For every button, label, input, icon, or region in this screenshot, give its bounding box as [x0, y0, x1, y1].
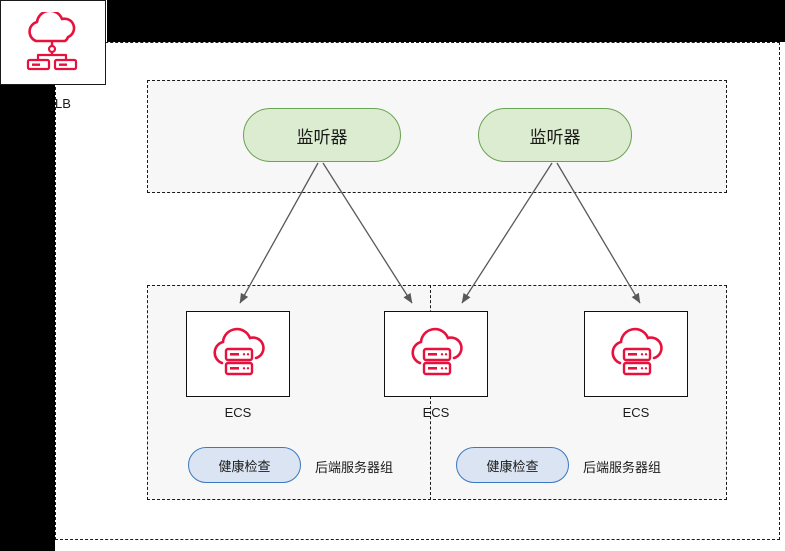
ecs-icon-box [384, 311, 488, 397]
ecs-label: ECS [224, 405, 252, 420]
listener-label: 监听器 [296, 127, 348, 147]
health-check-label: 健康检查 [486, 458, 539, 474]
listener-group-container [147, 80, 727, 193]
ecs-node-1[interactable]: ECS [186, 311, 290, 420]
health-check-button-2[interactable]: 健康检查 [456, 447, 569, 483]
backend-group-label-2: 后端服务器组 [583, 460, 662, 475]
left-occlusion-band [0, 85, 55, 551]
slb-instance-label: LB [55, 96, 71, 111]
ecs-cloud-server-icon [213, 327, 265, 376]
listener-node-2[interactable]: 监听器 [478, 108, 632, 162]
listener-label: 监听器 [529, 127, 581, 147]
ecs-cloud-server-icon [411, 327, 463, 376]
slb-cloud-network-icon [26, 11, 78, 70]
ecs-label: ECS [622, 405, 650, 420]
health-check-button-1[interactable]: 健康检查 [188, 447, 301, 483]
ecs-label: ECS [422, 405, 450, 420]
top-occlusion-band [107, 0, 785, 42]
ecs-icon-box [186, 311, 290, 397]
health-check-label: 健康检查 [218, 458, 271, 474]
ecs-cloud-server-icon [611, 327, 663, 376]
ecs-icon-box [584, 311, 688, 397]
backend-group-label-1: 后端服务器组 [315, 460, 394, 475]
ecs-node-3[interactable]: ECS [584, 311, 688, 420]
slb-icon-card [0, 0, 106, 85]
ecs-node-2[interactable]: ECS [384, 311, 488, 420]
listener-node-1[interactable]: 监听器 [243, 108, 401, 162]
